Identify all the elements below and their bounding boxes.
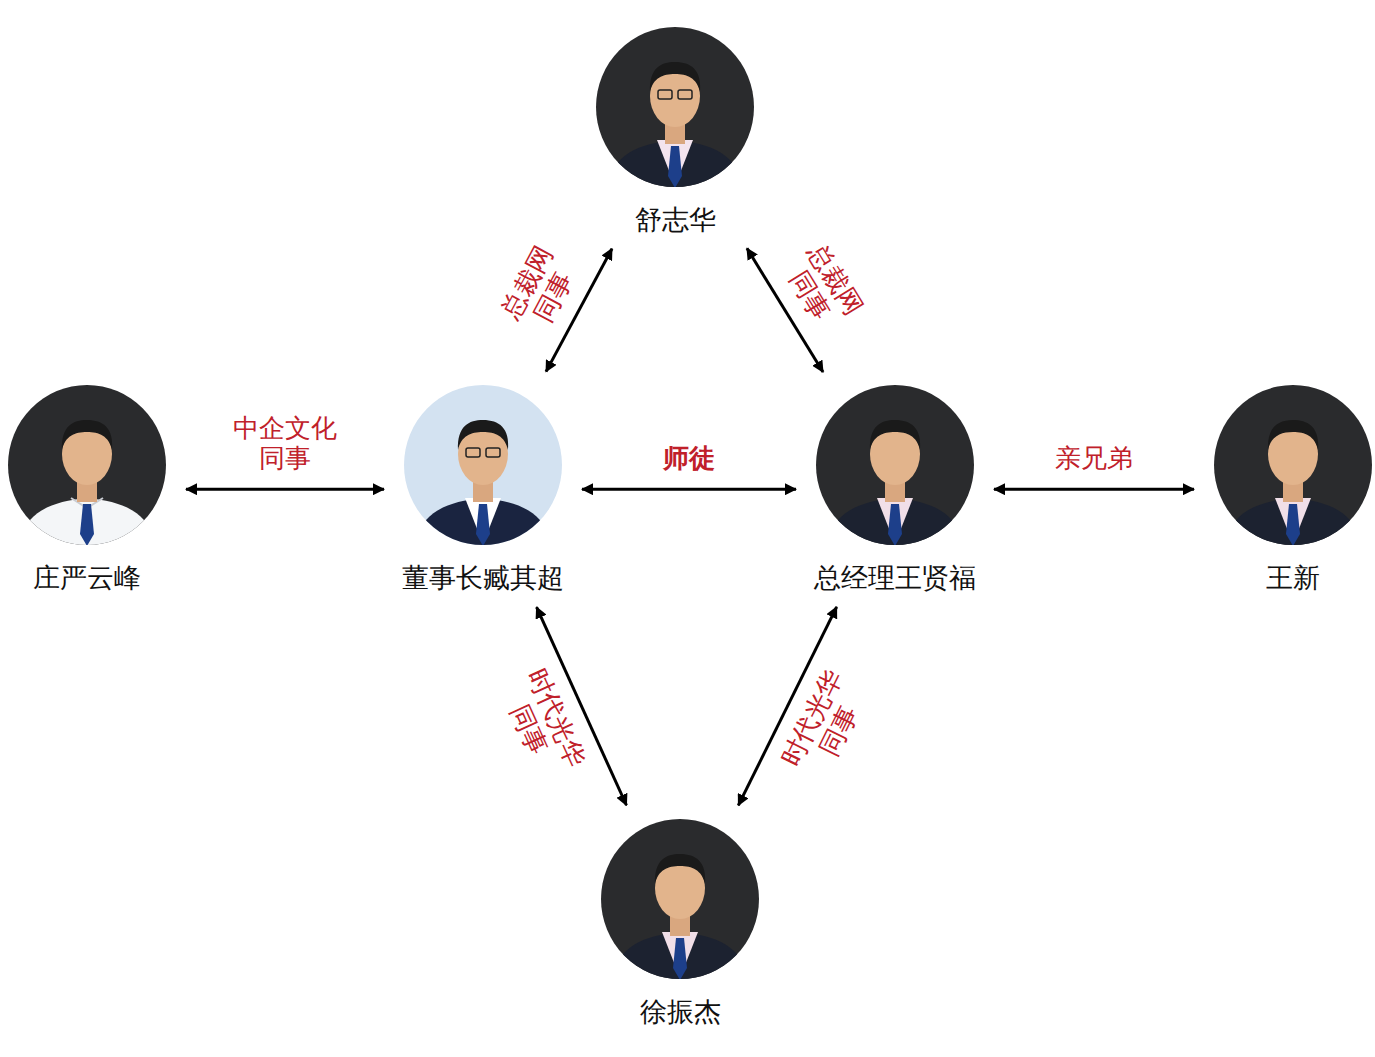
person-name: 庄严云峰	[2, 562, 172, 594]
person-name: 徐振杰	[595, 996, 765, 1028]
relation-label: 总裁网 同事	[494, 238, 588, 341]
portrait-photo	[815, 384, 975, 546]
portrait-photo	[595, 26, 755, 188]
relation-arrow	[186, 488, 384, 491]
portrait-photo	[600, 818, 760, 980]
person-node: 徐振杰	[595, 818, 765, 1028]
person-node: 总经理王贤福	[810, 384, 980, 594]
relation-label: 中企文化 同事	[230, 413, 340, 475]
person-name: 舒志华	[590, 204, 760, 236]
person-node: 王新	[1208, 384, 1375, 594]
person-name: 王新	[1208, 562, 1375, 594]
portrait-photo	[1213, 384, 1373, 546]
person-node: 董事长臧其超	[398, 384, 568, 594]
portrait-photo	[7, 384, 167, 546]
relation-label: 总裁网 同事	[773, 236, 870, 340]
person-node: 舒志华	[590, 26, 760, 236]
person-name: 总经理王贤福	[810, 562, 980, 594]
relation-label: 时代光华 同事	[491, 661, 593, 787]
relation-arrow	[582, 488, 796, 491]
relation-label: 师徒	[660, 443, 718, 475]
relation-label: 时代光华 同事	[774, 662, 878, 788]
person-node: 庄严云峰	[2, 384, 172, 594]
relation-label: 亲兄弟	[1052, 443, 1136, 475]
portrait-photo	[403, 384, 563, 546]
relation-arrow	[994, 488, 1194, 491]
person-name: 董事长臧其超	[398, 562, 568, 594]
